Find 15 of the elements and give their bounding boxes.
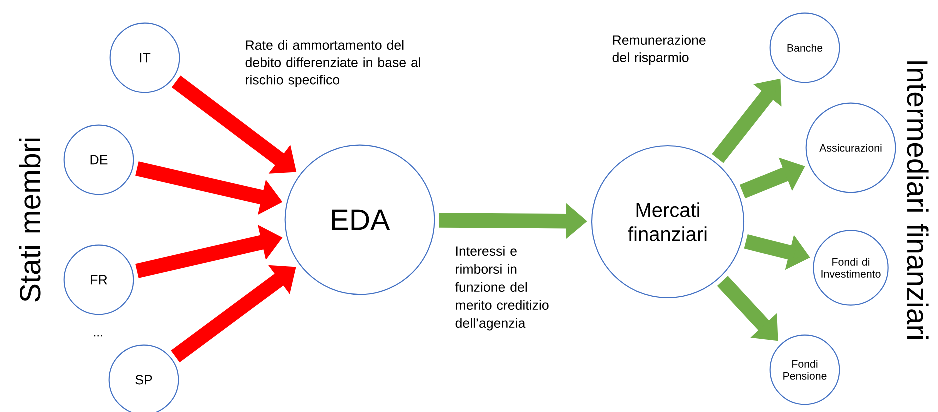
- circle-node: Assicurazioni: [806, 102, 896, 194]
- circle-node: Fondi di Investimento: [813, 230, 889, 306]
- edge-label: Interessi e rimborsi in funzione del merito creditizio dell’agenzia: [455, 246, 549, 331]
- circle-node: EDA: [284, 144, 436, 296]
- circle-node: Banche: [770, 12, 840, 84]
- circle-node: DE: [64, 124, 134, 196]
- vertical-heading: Stati membri: [19, 138, 41, 302]
- text-label: Remunerazione del risparmio: [612, 35, 706, 66]
- text-label: Rate di ammortamento del debito differenziate in base al rischio specifico: [246, 40, 421, 88]
- vertical-heading: Intermediari finanziari: [907, 62, 929, 339]
- circle-node: IT: [110, 22, 180, 94]
- circle-node: Mercati finanziari: [591, 145, 745, 299]
- circle-node: FR: [64, 244, 134, 316]
- text-label: ...: [94, 335, 102, 337]
- circle-node: Fondi Pensione: [770, 334, 840, 406]
